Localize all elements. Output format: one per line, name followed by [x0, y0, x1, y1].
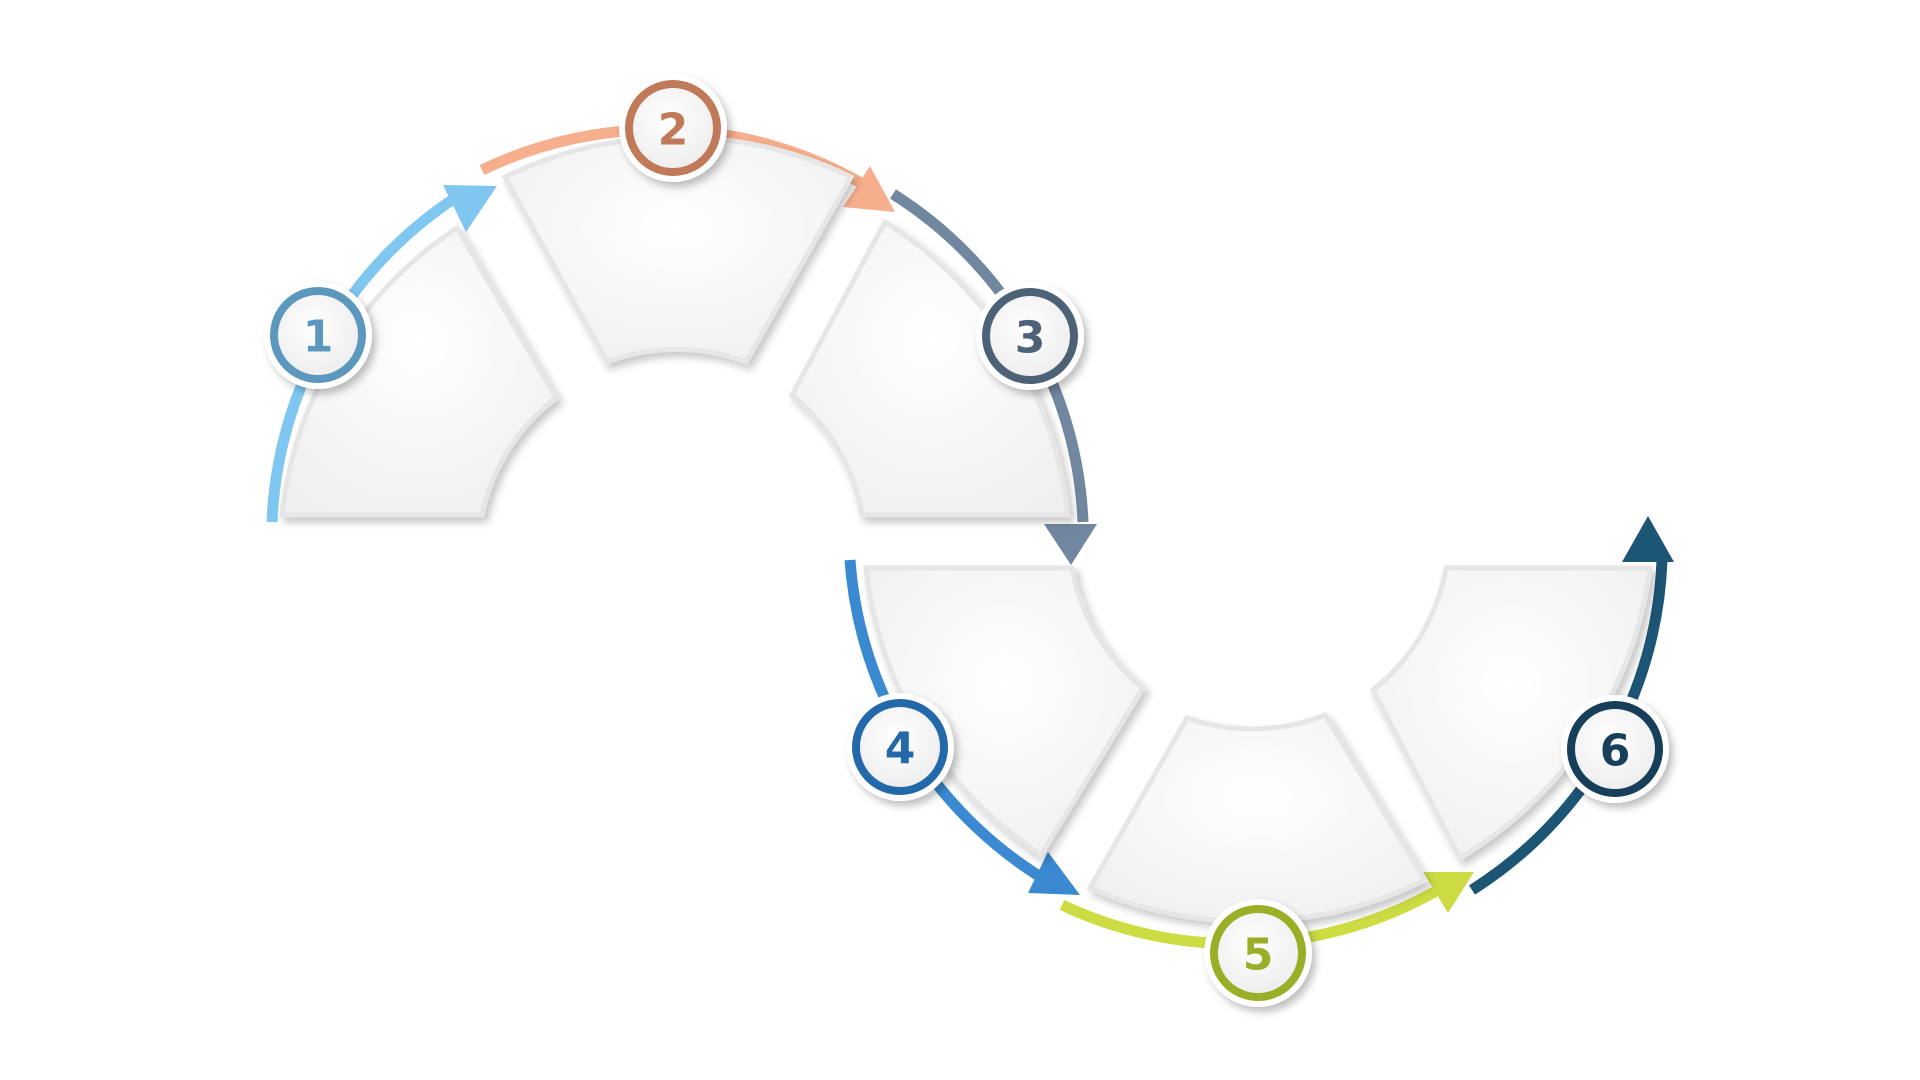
step-2-arrow-head — [843, 166, 895, 212]
step-6-number: 6 — [1600, 726, 1631, 777]
step-1-number: 1 — [303, 312, 334, 363]
badges: 1 2 3 4 5 6 — [264, 74, 1669, 1007]
step-2-badge: 2 — [619, 74, 727, 182]
step-4-arrow-head — [1028, 852, 1080, 895]
step-5-panel — [1086, 711, 1429, 924]
step-4-badge: 4 — [846, 693, 954, 801]
step-6-arrow-head — [1622, 516, 1674, 562]
step-2-panel — [501, 134, 855, 366]
step-3-badge: 3 — [976, 282, 1084, 390]
step-6-panel — [1369, 565, 1653, 862]
step-1-panel — [279, 224, 560, 518]
panels — [279, 134, 1653, 924]
step-3-panel — [788, 218, 1071, 518]
step-4-panel — [863, 565, 1147, 859]
step-3-arrow-head — [1044, 524, 1097, 565]
step-4-number: 4 — [885, 724, 916, 775]
step-5-number: 5 — [1243, 930, 1274, 981]
step-2-number: 2 — [658, 105, 689, 156]
step-6-badge: 6 — [1561, 695, 1669, 803]
step-5-badge: 5 — [1204, 899, 1312, 1007]
step-1-badge: 1 — [264, 281, 372, 389]
step-5-arrow-head — [1423, 872, 1474, 913]
step-3-number: 3 — [1015, 313, 1046, 364]
step-1-arrow-head — [443, 185, 497, 232]
